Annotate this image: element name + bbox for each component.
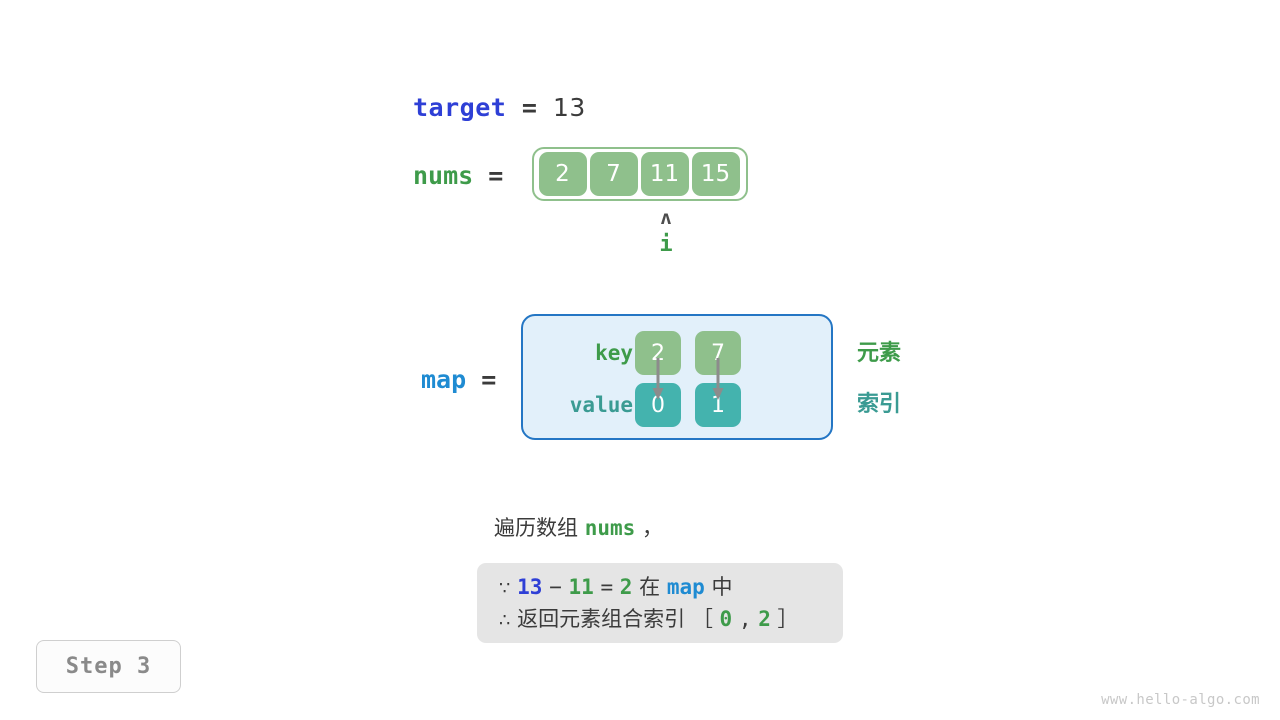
premise-result: 2 xyxy=(619,575,633,599)
target-equals-sign: = xyxy=(521,93,538,122)
premise-map-ref: map xyxy=(666,575,705,599)
pointer-caret-icon: ʌ xyxy=(660,207,672,229)
map-declaration: map = xyxy=(421,364,496,396)
array-cell: 15 xyxy=(691,152,740,196)
map-key-cell: 2 xyxy=(635,331,681,375)
result-bracket-close: ］ xyxy=(777,607,799,631)
narrative-code-nums: nums xyxy=(584,516,636,540)
pointer-label-i: i xyxy=(659,232,673,257)
watermark: www.hello-algo.com xyxy=(1101,692,1260,708)
result-index-1: 0 xyxy=(719,607,733,631)
nums-equals-sign: = xyxy=(488,161,504,190)
conclusion-line-premise: ∵ 13 − 11 = 2 在 map 中 xyxy=(499,572,821,604)
map-value-cell: 0 xyxy=(635,383,681,427)
nums-declaration: nums = xyxy=(413,160,503,192)
map-key-row-label: key xyxy=(595,341,633,365)
nums-array-container: 2 7 11 15 xyxy=(532,147,748,201)
target-value: 13 xyxy=(553,93,586,122)
array-cell: 11 xyxy=(640,152,689,196)
result-bracket-open: ［ xyxy=(691,607,713,631)
step-badge: Step 3 xyxy=(36,640,181,693)
map-container: key value 2 7 0 1 xyxy=(521,314,833,440)
result-index-2: 2 xyxy=(758,607,771,631)
annotation-index: 索引 xyxy=(857,392,902,417)
target-variable-name: target xyxy=(413,93,507,122)
narrative-suffix: ， xyxy=(641,516,663,540)
premise-operand-a: 13 xyxy=(517,575,543,599)
narrative-text: 遍历数组 nums ， xyxy=(494,513,663,543)
therefore-symbol: ∴ xyxy=(499,610,511,631)
array-cell: 2 xyxy=(538,152,587,196)
conclusion-box: ∵ 13 − 11 = 2 在 map 中 ∴ 返回元素组合索引 ［ 0 , 2… xyxy=(477,563,843,643)
annotation-element: 元素 xyxy=(857,341,902,366)
array-cell: 7 xyxy=(589,152,638,196)
premise-minus: − xyxy=(549,575,562,599)
premise-equals: = xyxy=(600,575,614,599)
premise-operand-b: 11 xyxy=(568,575,594,599)
nums-variable-name: nums xyxy=(413,161,474,190)
narrative-prefix: 遍历数组 xyxy=(494,516,578,540)
map-value-row-label: value xyxy=(569,393,633,417)
map-equals-sign: = xyxy=(481,365,497,394)
result-comma: , xyxy=(738,607,752,631)
premise-end-text: 中 xyxy=(711,575,733,599)
map-key-cell: 7 xyxy=(695,331,741,375)
conclusion-line-result: ∴ 返回元素组合索引 ［ 0 , 2 ］ xyxy=(499,604,821,636)
map-variable-name: map xyxy=(421,365,467,394)
map-value-cell: 1 xyxy=(695,383,741,427)
because-symbol: ∵ xyxy=(499,578,511,599)
premise-mid-text: 在 xyxy=(639,575,661,599)
target-declaration: target = 13 xyxy=(413,92,586,124)
result-text: 返回元素组合索引 xyxy=(517,607,686,631)
